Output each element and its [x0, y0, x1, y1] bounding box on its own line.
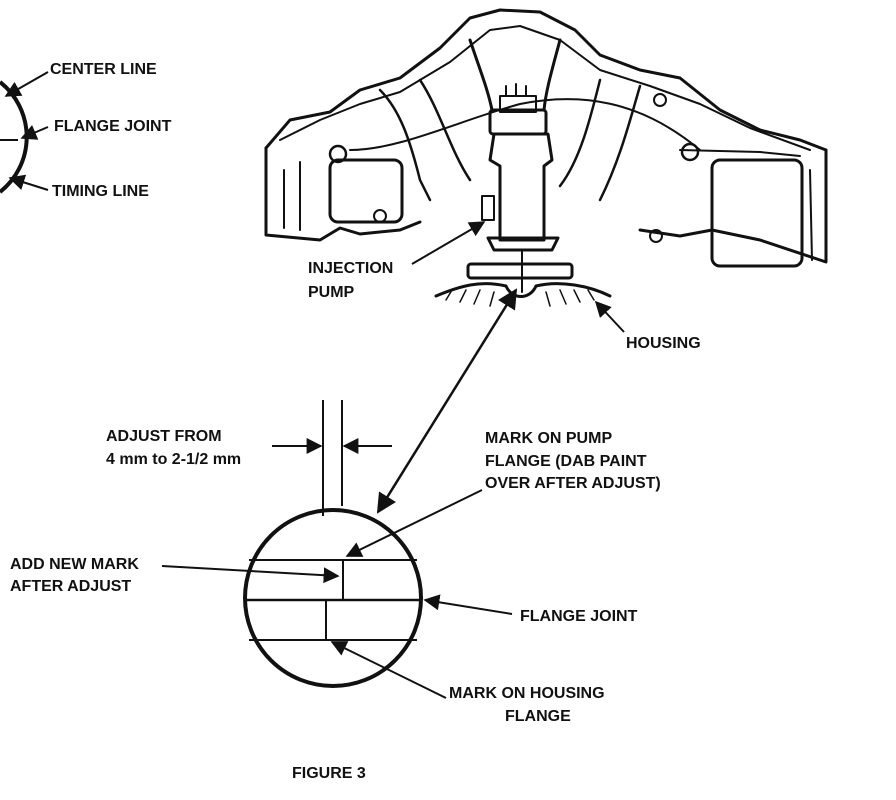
- label-mark-on-housing-line2: FLANGE: [505, 708, 571, 725]
- label-mark-on-pump-line2: FLANGE (DAB PAINT: [485, 453, 647, 470]
- figure-caption: FIGURE 3: [292, 765, 366, 782]
- label-center-line: CENTER LINE: [50, 61, 157, 78]
- label-adjust-line1: ADJUST FROM: [106, 428, 222, 445]
- label-injection-pump-line1: INJECTION: [308, 260, 393, 277]
- flange-detail-circle: [243, 508, 423, 688]
- label-add-new-mark-line1: ADD NEW MARK: [10, 556, 139, 573]
- label-housing: HOUSING: [626, 335, 701, 352]
- engine-illustration: [264, 8, 828, 307]
- label-timing-line: TIMING LINE: [52, 183, 149, 200]
- label-injection-pump-line2: PUMP: [308, 284, 355, 301]
- label-flange-joint-top: FLANGE JOINT: [54, 118, 172, 135]
- adjust-dimension: [272, 400, 392, 516]
- label-mark-on-pump-line3: OVER AFTER ADJUST): [485, 475, 661, 492]
- label-adjust-line2: 4 mm to 2-1/2 mm: [106, 451, 241, 468]
- label-mark-on-pump-line1: MARK ON PUMP: [485, 430, 612, 447]
- label-flange-joint-bottom: FLANGE JOINT: [520, 608, 638, 625]
- label-mark-on-housing-line1: MARK ON HOUSING: [449, 685, 605, 702]
- label-add-new-mark-line2: AFTER ADJUST: [10, 578, 131, 595]
- left-detail-circle: [0, 71, 49, 194]
